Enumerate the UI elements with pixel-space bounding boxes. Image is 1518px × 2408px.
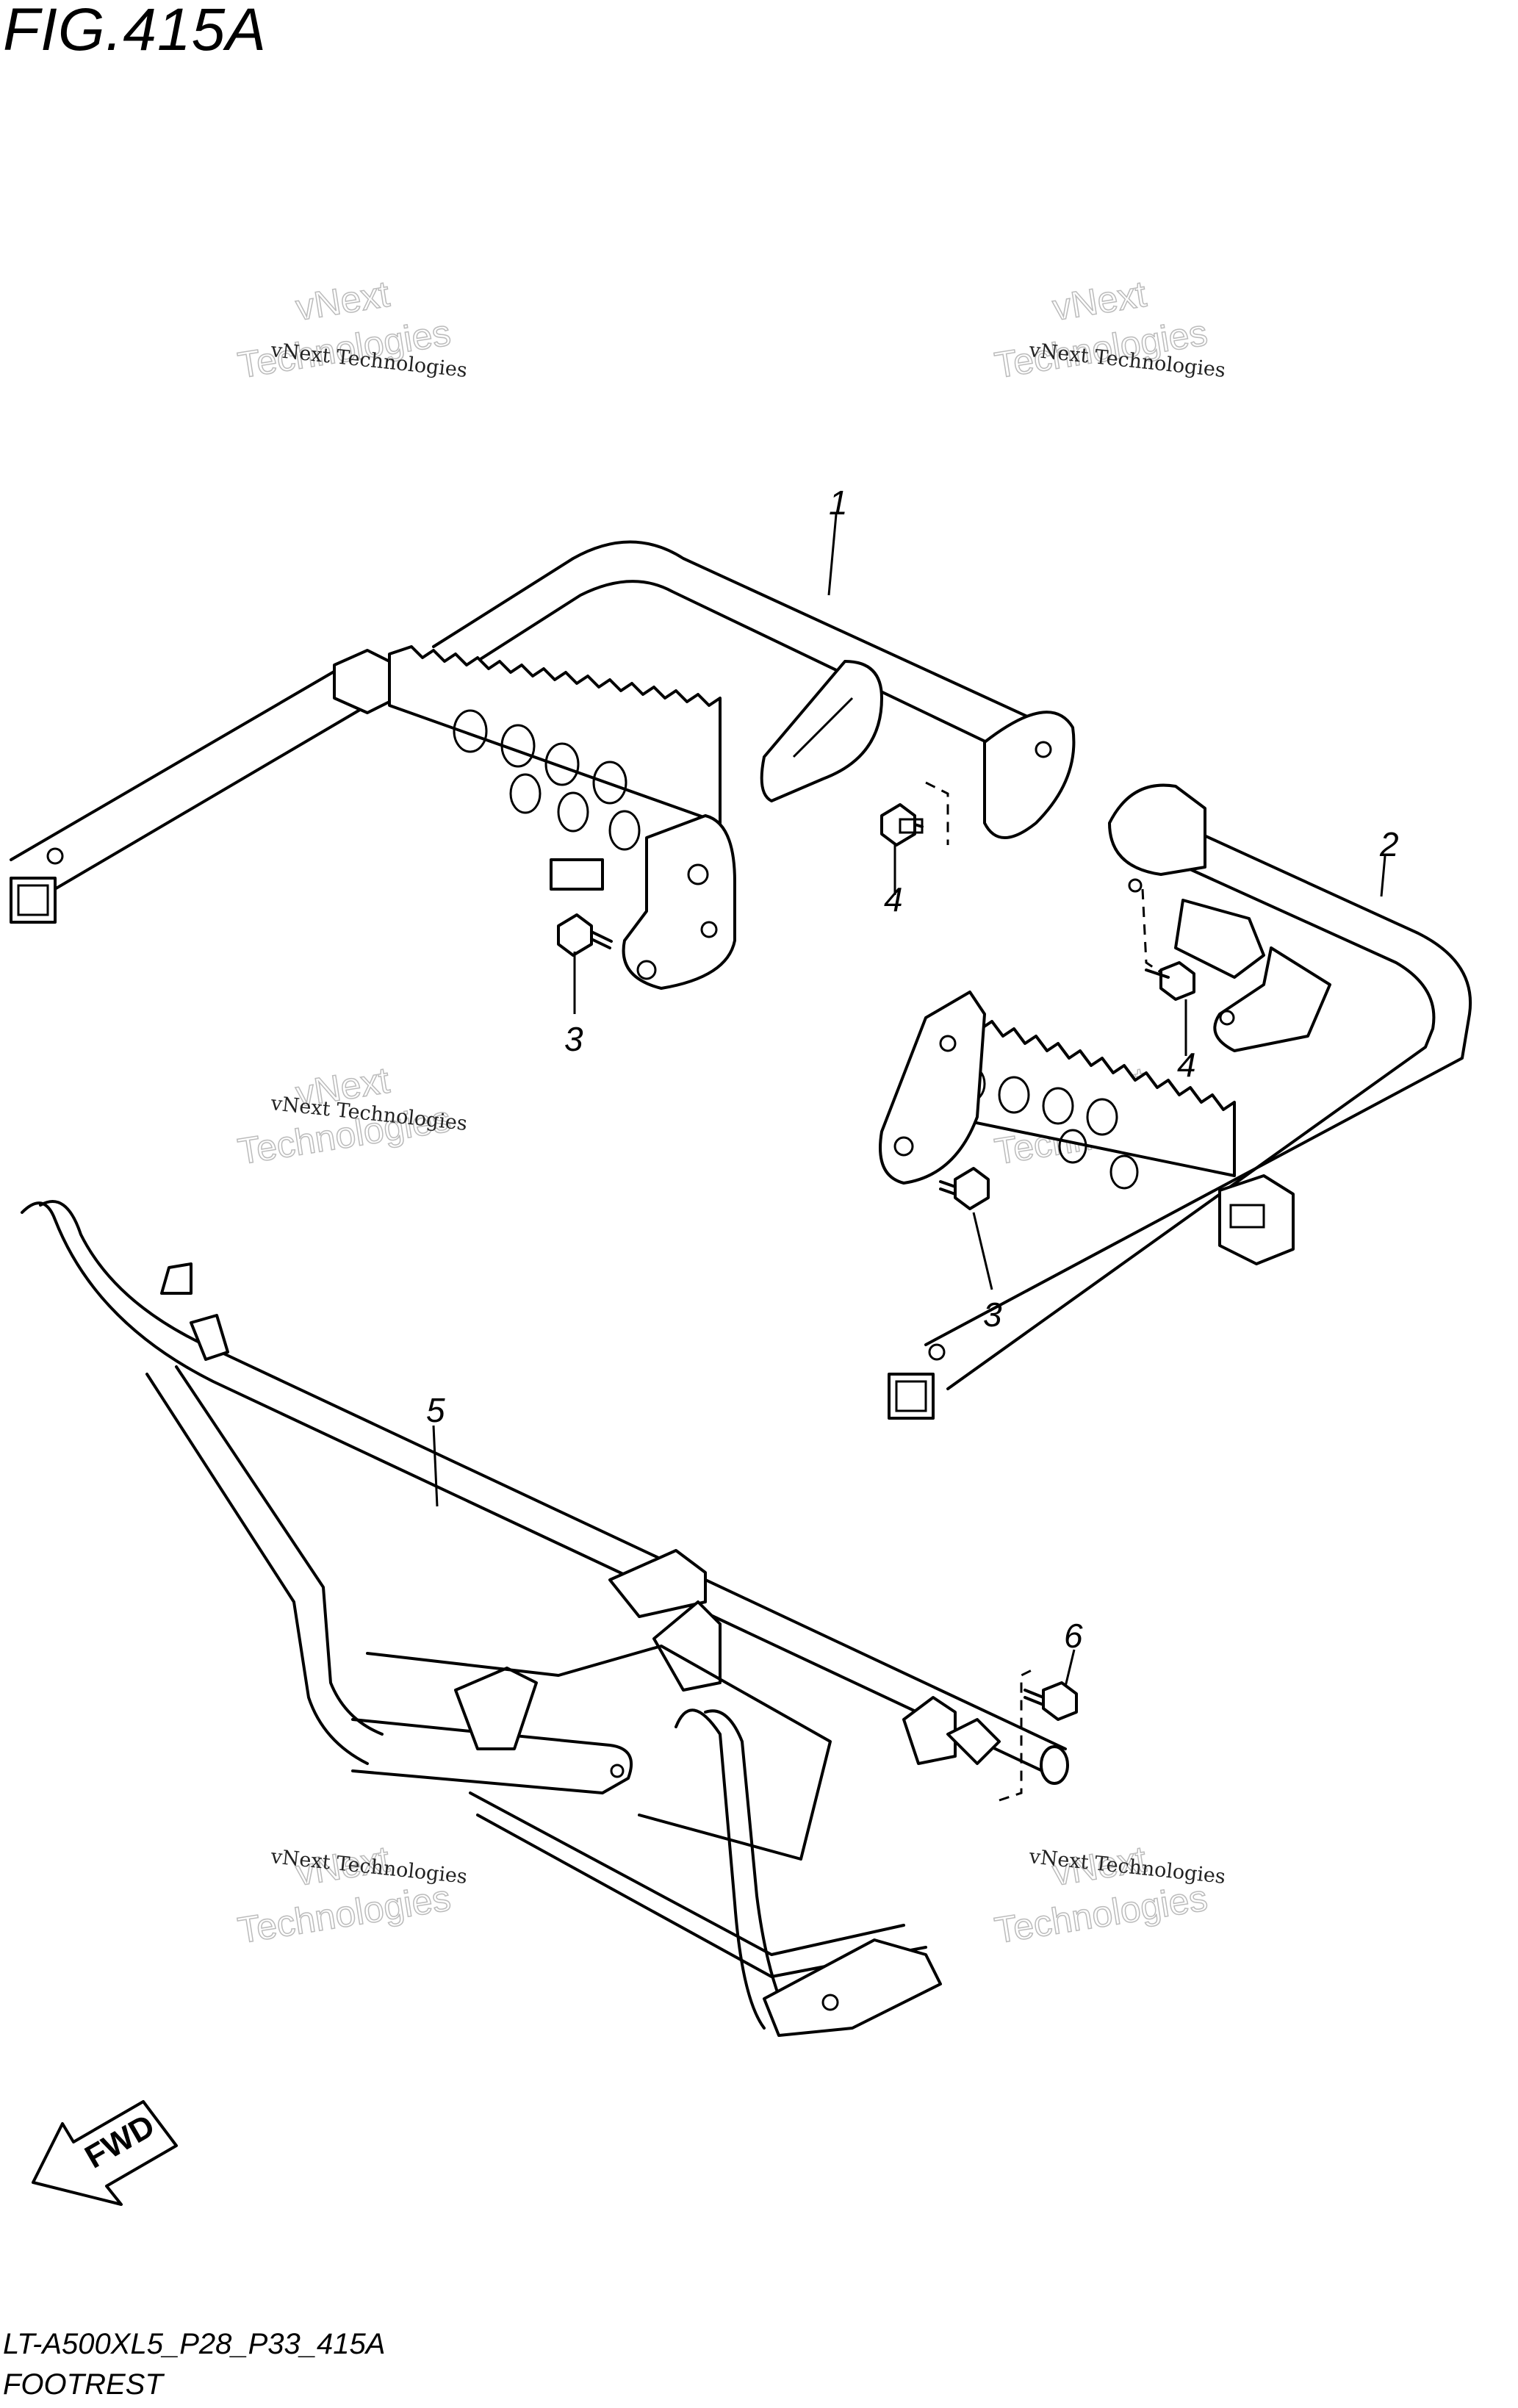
callout-6: 6 (1064, 1617, 1083, 1655)
figure-code: LT-A500XL5_P28_P33_415A (3, 2328, 386, 2360)
watermark-bottom-right: vNext Technologies (991, 1838, 1211, 1952)
part-5-front-guard (21, 1200, 1069, 2037)
figure-name: FOOTREST (3, 2368, 163, 2401)
bolt-6 (999, 1667, 1078, 1802)
figure-title: FIG.415A (3, 0, 267, 63)
callout-2: 2 (1379, 825, 1399, 863)
leader-line-6 (1064, 1649, 1076, 1687)
callout-1: 1 (829, 484, 848, 522)
watermark-big-line1: vNext (1050, 273, 1149, 328)
leader-line-2 (1380, 855, 1386, 897)
leader-line-3b (972, 1212, 993, 1290)
leader-line-5 (432, 1425, 439, 1507)
watermark-big-line1: vNext (293, 273, 392, 328)
bolt-3b (939, 1167, 990, 1210)
watermark-big-line2: Technologies (992, 1877, 1210, 1951)
watermark-bottom-left: vNext Technologies (234, 1838, 454, 1952)
watermark-big-line2: Technologies (235, 1877, 453, 1951)
callout-3b: 3 (983, 1295, 1002, 1334)
bolt-4a (880, 781, 949, 847)
callout-3a: 3 (564, 1020, 583, 1058)
fwd-direction-badge: FWD (32, 2100, 178, 2206)
arrow-down-left-icon (32, 2100, 178, 2206)
leader-line-1 (827, 514, 838, 596)
part-1-left-footrest-bracket (10, 540, 1076, 990)
callout-5: 5 (426, 1391, 445, 1429)
bolt-4b (1141, 888, 1195, 1001)
bolt-3a (557, 913, 613, 957)
callout-4a: 4 (884, 880, 903, 919)
callout-4b: 4 (1177, 1046, 1196, 1084)
part-2-right-footrest-bracket (879, 783, 1472, 1420)
